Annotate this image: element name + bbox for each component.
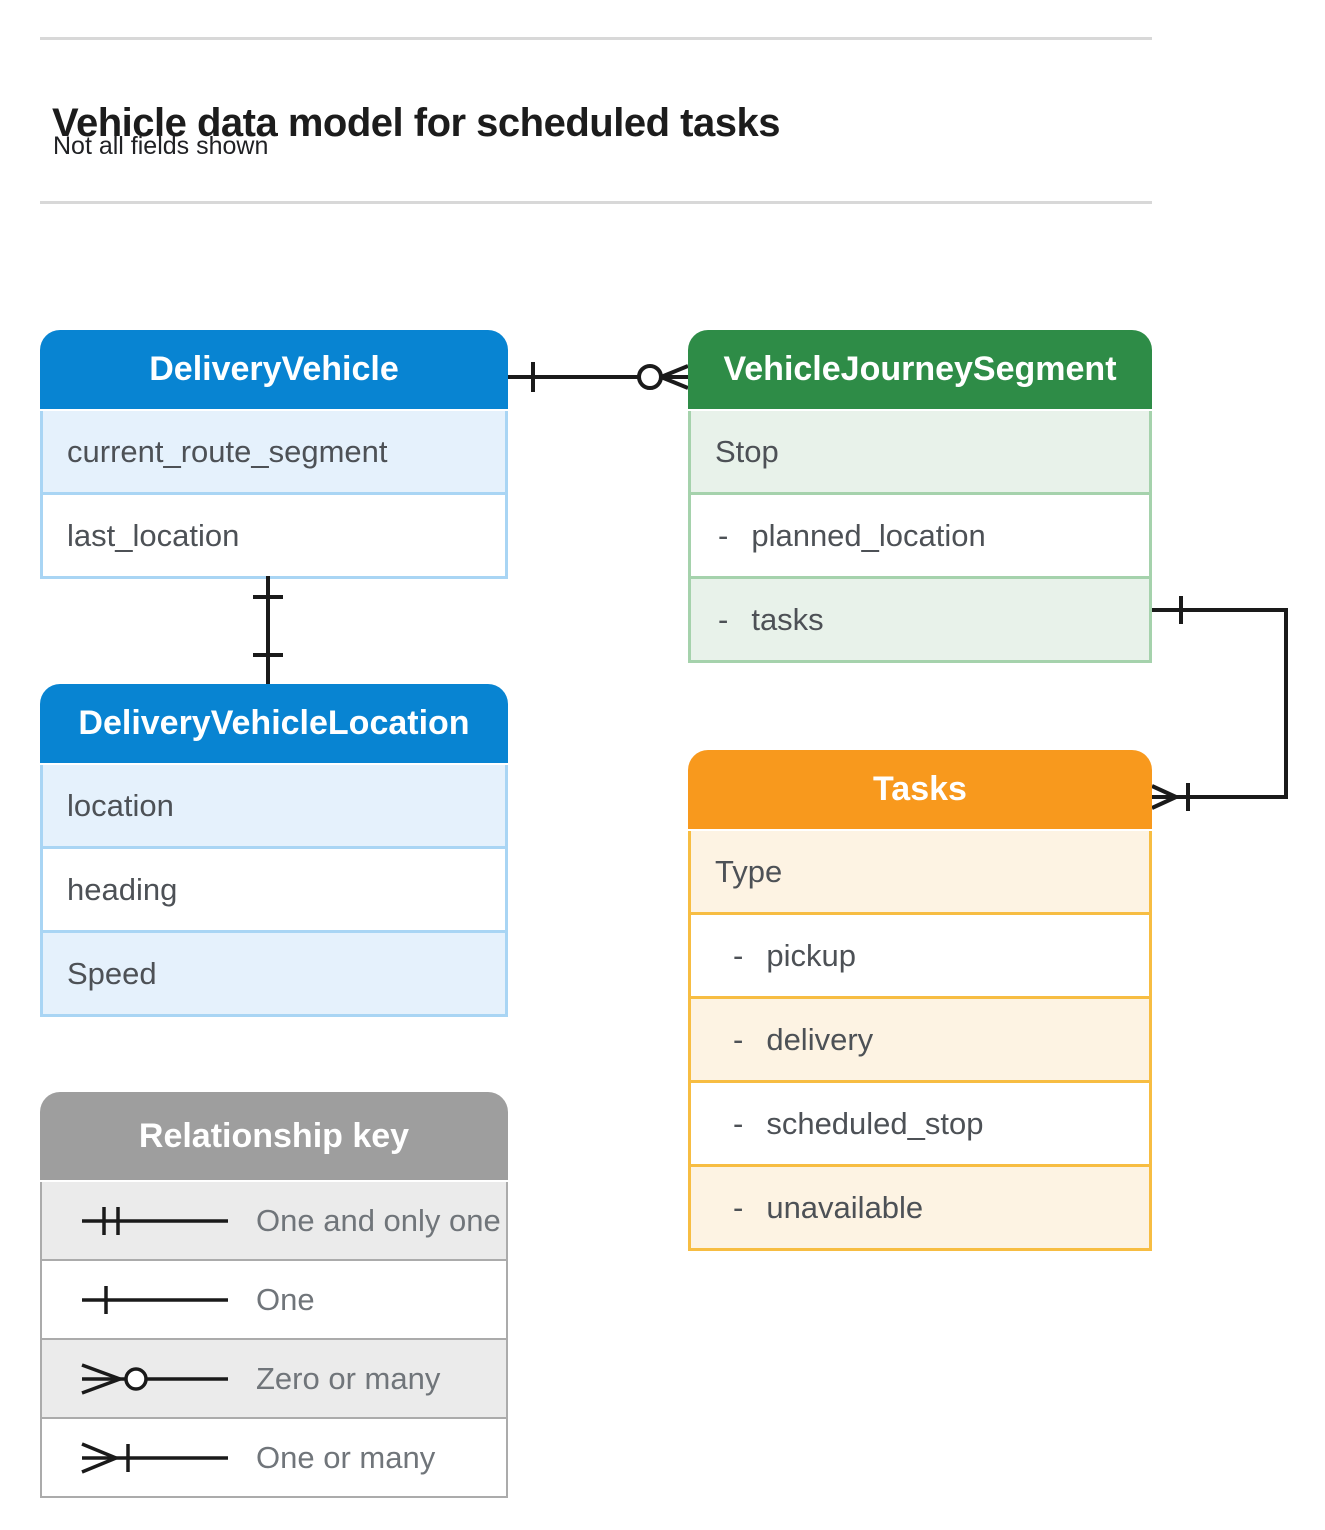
zero-or-many-icon <box>80 1362 230 1395</box>
entity-vehicle-journey-segment: VehicleJourneySegment Stop-planned_locat… <box>688 330 1152 663</box>
dash-prefix: - <box>733 1105 744 1141</box>
entity-rows: Stop-planned_location-tasks <box>688 411 1152 663</box>
connector-deliveryvehicle-deliveryvehiclelocation <box>253 576 283 684</box>
page-title: Vehicle data model for scheduled tasks <box>52 100 780 145</box>
legend-row: One <box>42 1259 506 1338</box>
dash-prefix: - <box>733 1021 744 1057</box>
entity-title: VehicleJourneySegment <box>723 350 1117 388</box>
field-row: location <box>43 765 505 846</box>
field-row: last_location <box>43 492 505 576</box>
dash-prefix: - <box>718 601 729 637</box>
field-row: heading <box>43 846 505 930</box>
entity-rows: current_route_segment last_location <box>40 411 508 579</box>
legend-row: One and only one <box>42 1182 506 1259</box>
dash-prefix: - <box>733 1189 744 1225</box>
field-label: heading <box>67 871 178 907</box>
field-label: current_route_segment <box>67 433 388 469</box>
top-divider <box>40 37 1152 40</box>
field-row: Type <box>691 831 1149 912</box>
field-row: -planned_location <box>691 492 1149 576</box>
dash-prefix: - <box>733 937 744 973</box>
entity-tasks: Tasks Type-pickup-delivery-scheduled_sto… <box>688 750 1152 1251</box>
field-label: delivery <box>766 1021 874 1057</box>
legend-label: Zero or many <box>256 1360 441 1396</box>
legend-label: One <box>256 1281 315 1317</box>
entity-title: DeliveryVehicleLocation <box>78 704 470 742</box>
legend-row: One or many <box>42 1417 506 1496</box>
field-label: Type <box>715 853 783 889</box>
field-row: Speed <box>43 930 505 1014</box>
one-or-many-icon <box>80 1441 230 1474</box>
field-row: -delivery <box>691 996 1149 1080</box>
one-icon <box>80 1283 230 1316</box>
field-row: current_route_segment <box>43 411 505 492</box>
field-row: -tasks <box>691 576 1149 660</box>
field-label: scheduled_stop <box>766 1105 984 1141</box>
entity-title: DeliveryVehicle <box>149 350 399 388</box>
entity-header: DeliveryVehicle <box>40 330 508 411</box>
field-row: -pickup <box>691 912 1149 996</box>
legend-row: Zero or many <box>42 1338 506 1417</box>
field-label: Stop <box>715 433 779 469</box>
entity-header: DeliveryVehicleLocation <box>40 684 508 765</box>
legend-title: Relationship key <box>138 1116 410 1155</box>
connector-vehiclejourneysegment-tasks <box>1152 596 1288 811</box>
entity-header: Tasks <box>688 750 1152 831</box>
entity-header: VehicleJourneySegment <box>688 330 1152 411</box>
field-label: Speed <box>67 955 157 991</box>
field-label: location <box>67 787 174 823</box>
legend-label: One and only one <box>256 1202 501 1238</box>
entity-rows: Type-pickup-delivery-scheduled_stop-unav… <box>688 831 1152 1251</box>
field-label: last_location <box>67 517 240 553</box>
one-and-only-one-icon <box>80 1204 230 1237</box>
connector-deliveryvehicle-vehiclejourneysegment <box>508 362 688 392</box>
field-label: unavailable <box>766 1189 924 1225</box>
field-row: -unavailable <box>691 1164 1149 1248</box>
entity-title: Tasks <box>873 770 967 808</box>
legend-label: One or many <box>256 1439 436 1475</box>
field-label: planned_location <box>751 517 986 553</box>
field-label: pickup <box>766 937 856 973</box>
header-divider <box>40 201 1152 204</box>
dash-prefix: - <box>718 517 729 553</box>
legend-header: Relationship key <box>40 1092 508 1182</box>
field-label: tasks <box>751 601 824 637</box>
field-row: -scheduled_stop <box>691 1080 1149 1164</box>
field-row: Stop <box>691 411 1149 492</box>
page-subtitle: Not all fields shown <box>53 132 269 160</box>
